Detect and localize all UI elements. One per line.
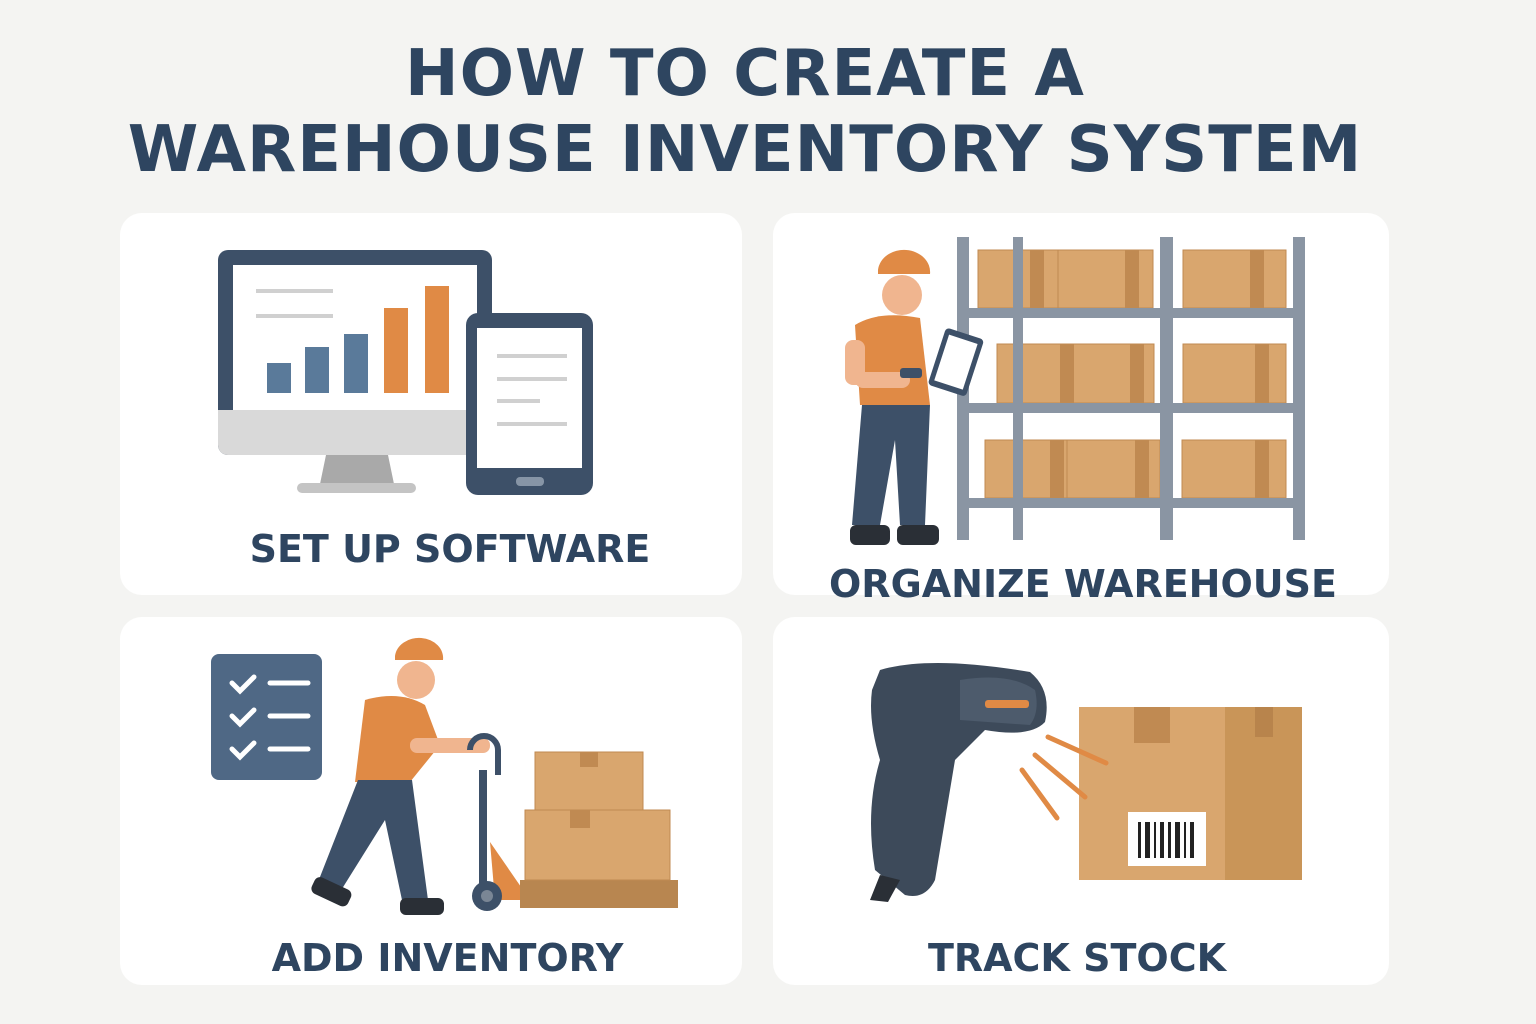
barcode-icon	[1138, 822, 1194, 858]
worker-pallet-jack-icon	[211, 637, 678, 915]
worker-shelves-icon	[845, 237, 1305, 545]
step-label-set-up-software: SET UP SOFTWARE	[249, 527, 651, 571]
computer-tablet-chart-icon	[218, 250, 593, 495]
page-title-line-2: WAREHOUSE INVENTORY SYSTEM	[127, 113, 1363, 187]
page-title-line-1: HOW TO CREATE A	[405, 37, 1085, 111]
step-label-add-inventory: ADD INVENTORY	[271, 936, 624, 980]
barcode-scanner-box-icon	[870, 662, 1302, 902]
step-label-organize-warehouse: ORGANIZE WAREHOUSE	[829, 562, 1337, 606]
step-label-track-stock: TRACK STOCK	[927, 936, 1227, 980]
